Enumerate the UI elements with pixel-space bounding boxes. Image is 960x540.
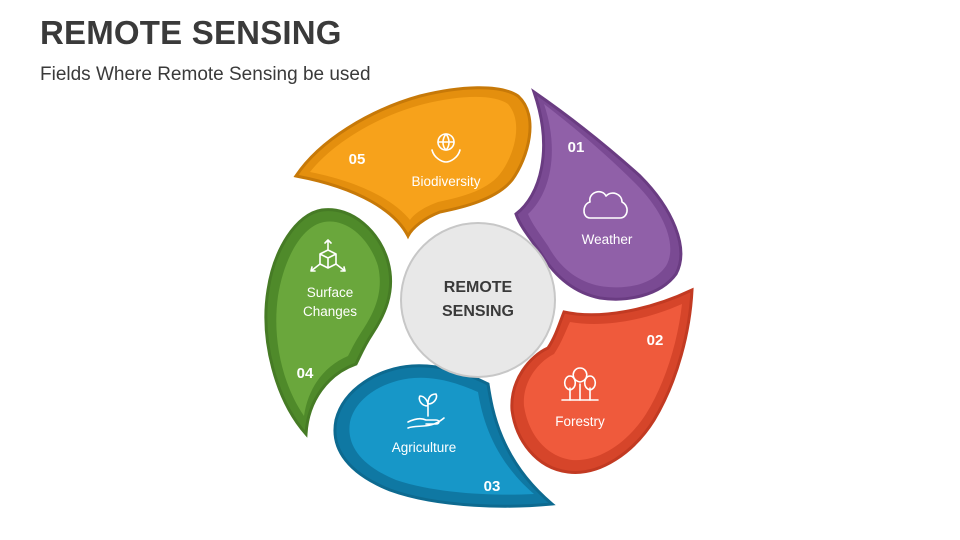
petal-biodiversity-fill: [310, 96, 517, 220]
petal-forestry-label: Forestry: [555, 414, 605, 429]
petal-surface-changes-fill: [276, 221, 380, 416]
petal-agriculture-label: Agriculture: [392, 440, 457, 455]
petal-agriculture: 03 Agriculture: [333, 364, 556, 508]
petal-weather-label: Weather: [582, 232, 633, 247]
petal-biodiversity-label: Biodiversity: [411, 174, 480, 189]
petal-agriculture-number: 03: [484, 478, 501, 495]
petal-surface-changes-label-line2: Changes: [303, 304, 357, 319]
petal-forestry-number: 02: [647, 332, 664, 349]
center-circle-shape: [400, 222, 556, 378]
cube-arrows-icon: [310, 239, 346, 272]
petal-forestry-fill: [523, 304, 682, 461]
petal-weather: 01 Weather: [514, 88, 683, 301]
petal-agriculture-fill: [349, 377, 534, 495]
center-title-line2: SENSING: [442, 303, 514, 320]
petal-surface-changes-label-line1: Surface: [307, 285, 354, 300]
petal-weather-number: 01: [568, 139, 585, 156]
center-circle: REMOTE SENSING: [400, 222, 556, 378]
plant-hand-icon: [407, 393, 445, 429]
petal-forestry: 02 Forestry: [510, 287, 694, 474]
globe-hands-icon: [431, 133, 461, 163]
cloud-icon: [583, 190, 628, 219]
page-title: REMOTE SENSING: [40, 14, 342, 51]
petal-surface-changes-number: 04: [297, 365, 314, 382]
petal-weather-fill: [528, 104, 671, 288]
page-subtitle: Fields Where Remote Sensing be used: [40, 64, 371, 85]
petal-biodiversity: 05 Biodiversity: [293, 86, 532, 240]
petal-surface-changes: 04 Surface Changes: [264, 208, 393, 438]
trees-icon: [561, 367, 599, 401]
petal-biodiversity-number: 05: [349, 151, 366, 168]
center-title-line1: REMOTE: [444, 279, 513, 296]
